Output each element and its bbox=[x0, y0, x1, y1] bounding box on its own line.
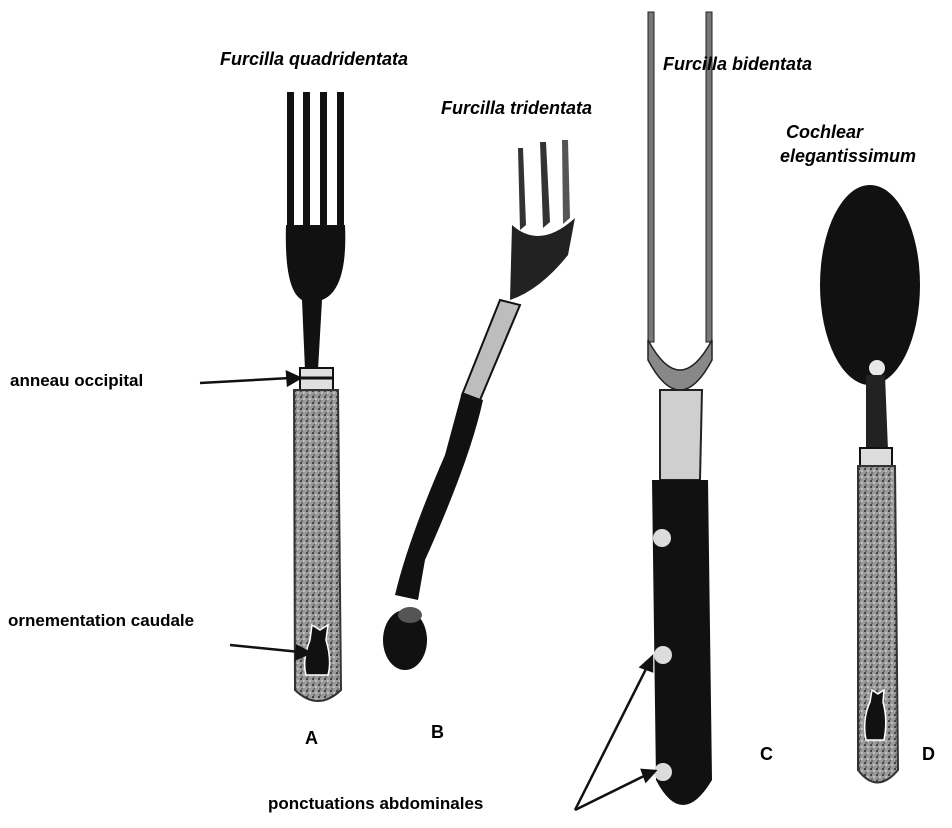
arrow-abdominal-1 bbox=[575, 665, 648, 810]
label-furcilla-bidentata: Furcilla bidentata bbox=[663, 54, 812, 75]
letter-b: B bbox=[431, 722, 444, 743]
spoon-d bbox=[820, 185, 920, 783]
arrow-occipital bbox=[200, 378, 290, 383]
label-elegantissimum: elegantissimum bbox=[780, 146, 916, 167]
letter-a: A bbox=[305, 728, 318, 749]
label-furcilla-tridentata: Furcilla tridentata bbox=[441, 98, 592, 119]
letter-c: C bbox=[760, 744, 773, 765]
label-ponctuations-abdominales: ponctuations abdominales bbox=[268, 794, 483, 814]
label-ornementation-caudale: ornementation caudale bbox=[8, 611, 194, 631]
label-cochlear: Cochlear bbox=[786, 122, 863, 143]
label-anneau-occipital: anneau occipital bbox=[10, 371, 143, 391]
arrow-caudal bbox=[230, 645, 300, 652]
arrow-abdominal-2 bbox=[575, 775, 646, 810]
fork-c bbox=[648, 12, 712, 805]
fork-b bbox=[383, 140, 575, 670]
label-furcilla-quadridentata: Furcilla quadridentata bbox=[220, 49, 408, 70]
arrows bbox=[200, 372, 655, 810]
letter-d: D bbox=[922, 744, 935, 765]
fork-a bbox=[286, 92, 346, 701]
